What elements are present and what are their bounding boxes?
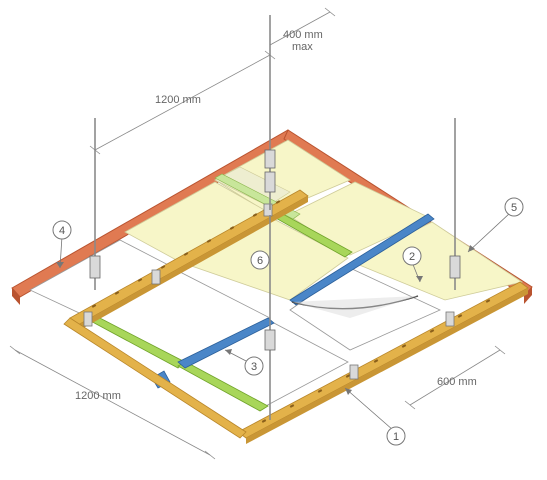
callout-3: 3 (244, 356, 264, 376)
dimension-left-label: 1200 mm (75, 390, 121, 402)
runner-slots-front (91, 200, 281, 308)
dimension-left (9, 345, 216, 460)
main-runner-left-edge (63, 317, 247, 439)
callout-5: 5 (504, 197, 524, 217)
splice-clips (83, 203, 455, 380)
dimension-top-label: 1200 mm (155, 94, 201, 106)
dimension-right-label: 600 mm (437, 376, 477, 388)
hanger-clips (89, 149, 461, 351)
dimension-hanger-spacing-label-2: max (292, 41, 313, 53)
callout-2: 2 (402, 246, 422, 266)
dimension-top (89, 50, 276, 155)
svg-text:4: 4 (59, 225, 65, 237)
svg-text:3: 3 (251, 361, 257, 373)
callout-1: 1 (386, 426, 406, 446)
callout-arrowheads (56, 245, 475, 395)
cross-tee-blue-back (289, 213, 435, 306)
callout-6: 6 (250, 250, 270, 270)
wall-angle-right-lip (524, 287, 532, 304)
cross-tee-blue-front (177, 317, 275, 369)
main-runner-right (237, 281, 529, 444)
dimension-hanger-spacing (269, 7, 336, 46)
runner-slots-right (261, 299, 491, 423)
svg-text:2: 2 (409, 251, 415, 263)
ceiling-tile-back-left-strip (214, 166, 291, 207)
wall-angle-left-lip (12, 288, 20, 305)
svg-text:1: 1 (393, 431, 399, 443)
svg-text:6: 6 (257, 255, 263, 267)
dimension-right (404, 345, 506, 410)
svg-text:5: 5 (511, 202, 517, 214)
dimension-hanger-spacing-label: 400 mm (283, 29, 323, 41)
tile-swing-shade (292, 296, 418, 318)
callout-4: 4 (52, 220, 72, 240)
